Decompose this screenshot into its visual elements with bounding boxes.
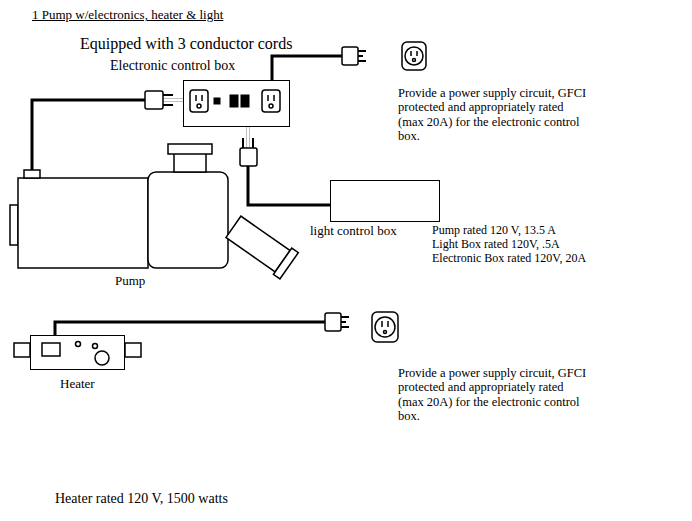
pump-area: Pump <box>10 170 300 270</box>
fitting-end <box>273 248 298 279</box>
device-box: Heater <box>30 335 125 370</box>
label-holder: Heater rated 120 V, 1500 watts <box>55 491 228 507</box>
outlet-slot <box>381 321 383 327</box>
device-box: light control box <box>330 180 440 222</box>
plug <box>240 148 257 166</box>
heater-lamp <box>93 344 98 349</box>
label-holder: Provide a power supply circuit, GFCI pro… <box>398 86 590 144</box>
label-holder: Equipped with 3 conductor cords <box>80 35 292 53</box>
note-text: Light Box rated 120V, .5A <box>432 238 560 252</box>
diagram-title: 1 Pump w/electronics, heater & light <box>32 8 223 23</box>
plug-prong <box>341 326 349 328</box>
note-text: Provide a power supply circuit, GFCI pro… <box>398 366 590 424</box>
label-holder: Provide a power supply circuit, GFCI pro… <box>398 366 590 424</box>
device-label: Heater <box>60 377 153 392</box>
plug <box>325 313 341 331</box>
plug-prong <box>252 138 254 148</box>
outlet-flange <box>168 144 212 154</box>
device-label: light control box <box>310 224 418 239</box>
note-text: Equipped with 3 conductor cords <box>80 35 292 53</box>
outlet-face <box>375 317 395 337</box>
plug-prong <box>163 94 173 96</box>
heater-knob <box>95 351 109 365</box>
note-text: Heater rated 120 V, 1500 watts <box>55 491 228 507</box>
wall-outlet <box>372 312 398 342</box>
box-outlet <box>190 90 208 112</box>
pump-fitting <box>224 214 298 279</box>
cord-gap <box>163 99 183 102</box>
plug-prong <box>163 104 173 106</box>
cord-junction <box>24 170 40 178</box>
power-cord <box>55 322 325 335</box>
outlet-slot <box>267 95 269 101</box>
outlet-ground <box>413 59 416 62</box>
device-box: Electronic control box <box>183 80 290 127</box>
outlet-slot <box>201 95 203 101</box>
note-text: Pump rated 120 V, 13.5 A <box>432 224 556 238</box>
power-cord <box>248 127 330 205</box>
outlet-ground <box>384 331 387 334</box>
heater-pipe <box>14 343 30 357</box>
pump-head <box>148 172 228 268</box>
device-label: Electronic control box <box>110 58 215 74</box>
pump-neck <box>174 152 206 172</box>
wall-outlet <box>402 42 426 70</box>
label-holder: 1 Pump w/electronics, heater & light <box>32 8 223 23</box>
plug-prong <box>358 60 366 62</box>
power-cord <box>272 56 342 80</box>
heater-display <box>42 343 60 356</box>
heater-pipe <box>125 343 141 357</box>
heater-lamp <box>76 342 81 347</box>
label-holder: Electronic Box rated 120V, 20A <box>432 252 586 266</box>
outlet-ground <box>269 104 273 108</box>
switch <box>241 95 249 107</box>
plug-prong <box>341 316 349 318</box>
outlet-slot <box>273 95 275 101</box>
plug-prong <box>242 138 244 148</box>
indicator <box>214 98 220 104</box>
outlet-slot <box>195 95 197 101</box>
label-holder: Pump rated 120 V, 13.5 A <box>432 224 556 238</box>
outlet-ground <box>197 104 201 108</box>
outlet-slot <box>410 51 412 56</box>
device-label: Pump <box>115 274 405 289</box>
note-text: Electronic Box rated 120V, 20A <box>432 252 586 266</box>
cord-gap <box>247 127 250 148</box>
plug-prong <box>358 50 366 52</box>
motor-body <box>18 178 148 268</box>
outlet-slot <box>416 51 418 56</box>
power-cord <box>32 100 183 170</box>
outlet-face <box>405 47 423 65</box>
plug <box>342 47 358 65</box>
box-outlet <box>262 90 280 112</box>
note-text: Provide a power supply circuit, GFCI pro… <box>398 86 590 144</box>
outlet-slot <box>387 321 389 327</box>
plug <box>145 91 163 109</box>
motor-end-cap <box>10 205 18 245</box>
switch <box>230 95 238 107</box>
label-holder: Light Box rated 120V, .5A <box>432 238 560 252</box>
